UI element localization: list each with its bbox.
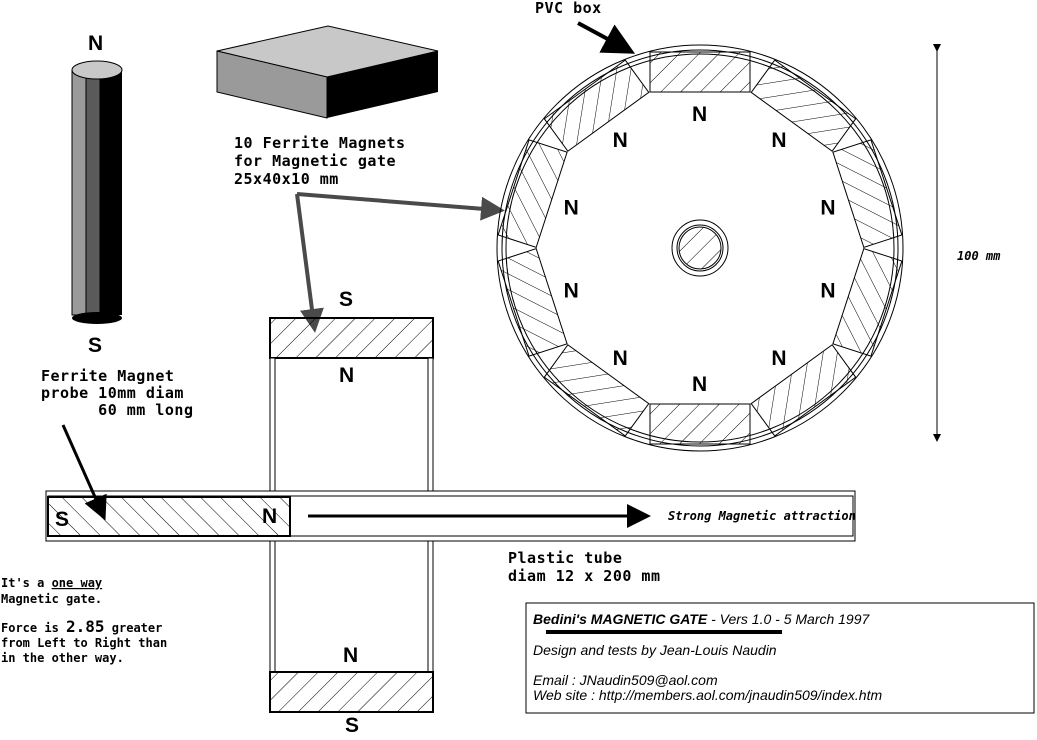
svg-text:Web site : http://members.aol.: Web site : http://members.aol.com/jnaudi… <box>533 687 882 703</box>
ring-magnet <box>497 248 568 357</box>
probe-north-label: N <box>262 505 277 528</box>
cylinder-south-label: S <box>88 334 102 357</box>
gate-bottom-north-label: N <box>343 644 358 667</box>
gate-top-south-label: S <box>339 288 353 311</box>
gate-bottom-south-label: S <box>345 714 359 737</box>
probe-label: Ferrite Magnet probe 10mm diam 60 mm lon… <box>0 0 232 419</box>
ring-north-label: N <box>820 280 835 303</box>
svg-text:in the other way.: in the other way. <box>1 651 124 665</box>
svg-text:Design and tests by Jean-Louis: Design and tests by Jean-Louis Naudin <box>533 642 777 658</box>
pvc-pointer-arrow <box>577 21 636 54</box>
pointer-arrow-to-ring <box>296 192 505 221</box>
block-magnet-illustration <box>216 25 439 119</box>
ring-north-label: N <box>820 196 835 219</box>
svg-text:Email : JNaudin509@aol.com: Email : JNaudin509@aol.com <box>533 672 718 688</box>
center-tube <box>671 219 729 277</box>
ring-north-label: N <box>771 347 786 370</box>
cylinder-north-label: N <box>88 32 103 55</box>
probe-south-label: S <box>55 508 69 531</box>
probe-magnet <box>47 496 291 537</box>
pvc-ring-assembly: N N N N N N N N N N <box>496 44 904 452</box>
ring-magnet <box>649 51 751 93</box>
gate-top-north-label: N <box>339 364 354 387</box>
credits-box: Bedini's MAGNETIC GATE - Vers 1.0 - 5 Ma… <box>525 602 1035 714</box>
probe-pointer-arrow <box>61 424 107 521</box>
pvc-box-label: PVC box <box>535 0 602 17</box>
cylinder-magnet-illustration <box>71 60 123 324</box>
gate-bottom-magnet <box>269 671 434 713</box>
ring-north-label: N <box>692 103 707 126</box>
ring-magnet <box>832 248 903 357</box>
svg-text:It's a one way: It's a one way <box>1 576 102 590</box>
dimension-label: 100 mm <box>957 249 1001 263</box>
ring-magnet <box>649 403 751 445</box>
ferrite-magnets-label: 10 Ferrite Magnets for Magnetic gate 25x… <box>234 134 415 188</box>
ring-north-label: N <box>613 347 628 370</box>
ring-north-label: N <box>564 280 579 303</box>
tube-label: Plastic tube diam 12 x 200 mm <box>508 549 661 585</box>
svg-text:from Left to Right than: from Left to Right than <box>1 636 167 650</box>
notes: It's a one way Magnetic gate. Force is 2… <box>1 576 167 665</box>
ring-magnet <box>750 344 857 437</box>
attraction-label: Strong Magnetic attraction <box>668 509 856 523</box>
ring-magnet <box>497 139 568 248</box>
ring-north-label: N <box>771 129 786 152</box>
ring-north-label: N <box>692 373 707 396</box>
ring-north-label: N <box>613 129 628 152</box>
svg-text:Magnetic gate.: Magnetic gate. <box>1 592 102 606</box>
ring-magnet <box>543 344 650 437</box>
ring-magnet <box>832 139 903 248</box>
svg-text:Force is 2.85 greater: Force is 2.85 greater <box>1 617 162 636</box>
ring-magnet <box>543 59 650 152</box>
svg-text:Bedini's MAGNETIC GATE - Vers: Bedini's MAGNETIC GATE - Vers 1.0 - 5 Ma… <box>533 611 871 627</box>
ring-magnet <box>750 59 857 152</box>
gate-top-magnet <box>269 317 434 359</box>
pointer-arrow-to-gate <box>295 193 324 333</box>
ring-north-label: N <box>564 196 579 219</box>
